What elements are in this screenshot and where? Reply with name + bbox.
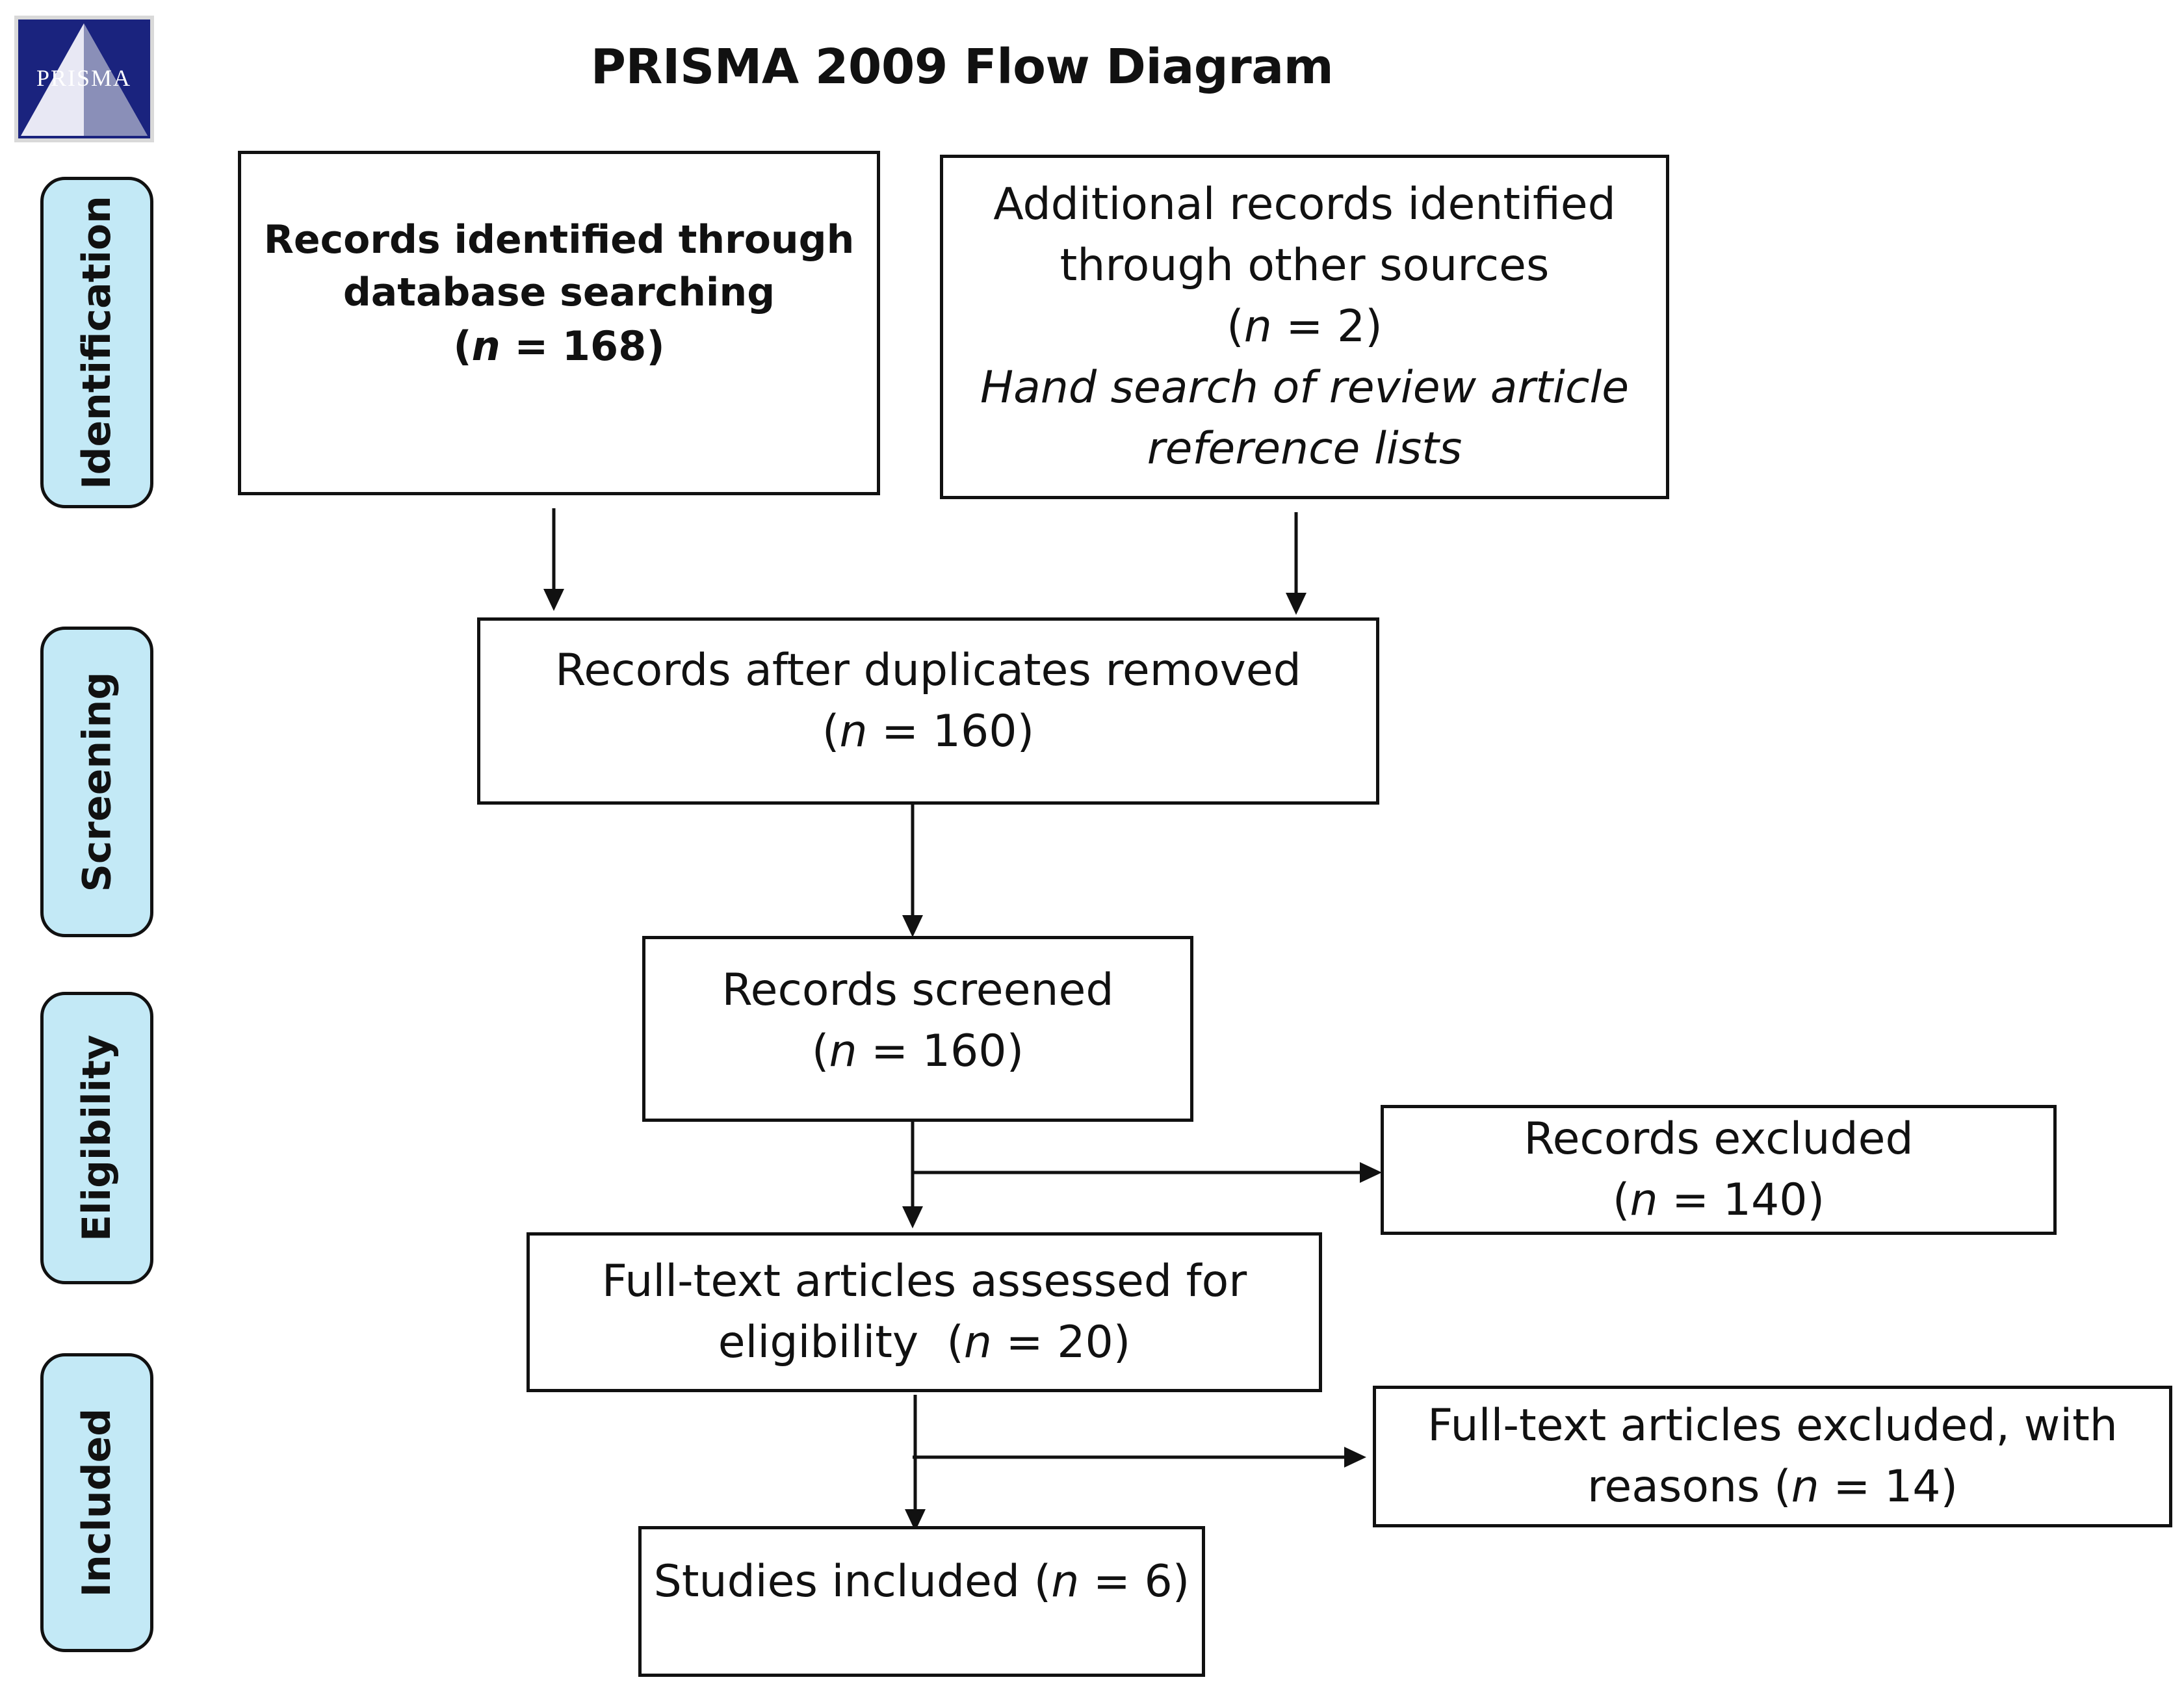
other-line1: Additional records identified — [993, 179, 1616, 231]
fulltext-excluded-line1: Full-text articles excluded, with — [1427, 1400, 2118, 1452]
box-other-sources: Additional records identified through ot… — [940, 155, 1669, 499]
phase-identification-label: Identification — [74, 196, 120, 489]
duplicates-line1: Records after duplicates removed — [555, 645, 1301, 697]
excluded-count: (n = 140) — [1612, 1174, 1825, 1226]
box-fulltext-assessed: Full-text articles assessed for eligibil… — [526, 1232, 1322, 1392]
box-studies-included: Studies included (n = 6) — [638, 1526, 1205, 1677]
logo-text: PRISMA — [36, 65, 131, 91]
phase-included: Included — [40, 1353, 153, 1652]
arrowhead-records-excluded — [1360, 1162, 1382, 1183]
included-count: Studies included (n = 6) — [653, 1556, 1190, 1608]
arrowhead-fulltext — [902, 1206, 923, 1228]
other-note1: Hand search of review article — [980, 361, 1630, 413]
fulltext-line1: Full-text articles assessed for — [601, 1256, 1247, 1308]
excluded-line1: Records excluded — [1524, 1113, 1914, 1165]
other-line2: through other sources — [1060, 240, 1550, 292]
phase-identification: Identification — [40, 177, 153, 508]
arrowhead-screened — [902, 915, 923, 937]
box-records-screened: Records screened (n = 160) — [642, 936, 1193, 1122]
screened-line1: Records screened — [722, 965, 1114, 1017]
duplicates-count: (n = 160) — [822, 706, 1035, 757]
arrowhead-fulltext-excluded — [1344, 1447, 1366, 1468]
arrowhead-included — [905, 1509, 926, 1531]
page-title: PRISMA 2009 Flow Diagram — [590, 39, 1334, 95]
database-count: (n = 168) — [453, 322, 665, 370]
fulltext-line2: eligibility (n = 20) — [718, 1317, 1131, 1368]
box-duplicates-removed: Records after duplicates removed (n = 16… — [477, 617, 1379, 805]
box-database-search: Records identified through database sear… — [238, 151, 880, 495]
phase-eligibility-label: Eligibility — [74, 1034, 120, 1242]
other-note2: reference lists — [1147, 422, 1462, 474]
database-line1: Records identified through — [263, 217, 855, 263]
phase-screening-label: Screening — [74, 671, 120, 892]
screened-count: (n = 160) — [811, 1026, 1024, 1077]
phase-eligibility: Eligibility — [40, 992, 153, 1284]
phase-screening: Screening — [40, 627, 153, 937]
box-fulltext-excluded: Full-text articles excluded, with reason… — [1373, 1386, 2172, 1527]
prisma-logo-icon: PRISMA — [14, 16, 154, 142]
box-records-excluded: Records excluded (n = 140) — [1381, 1105, 2057, 1235]
other-count: (n = 2) — [1227, 301, 1383, 353]
arrowhead-other — [1286, 593, 1306, 615]
database-line2: database searching — [343, 270, 775, 316]
arrowhead-database — [543, 589, 564, 611]
phase-included-label: Included — [74, 1408, 120, 1598]
fulltext-excluded-line2: reasons (n = 14) — [1587, 1461, 1958, 1512]
